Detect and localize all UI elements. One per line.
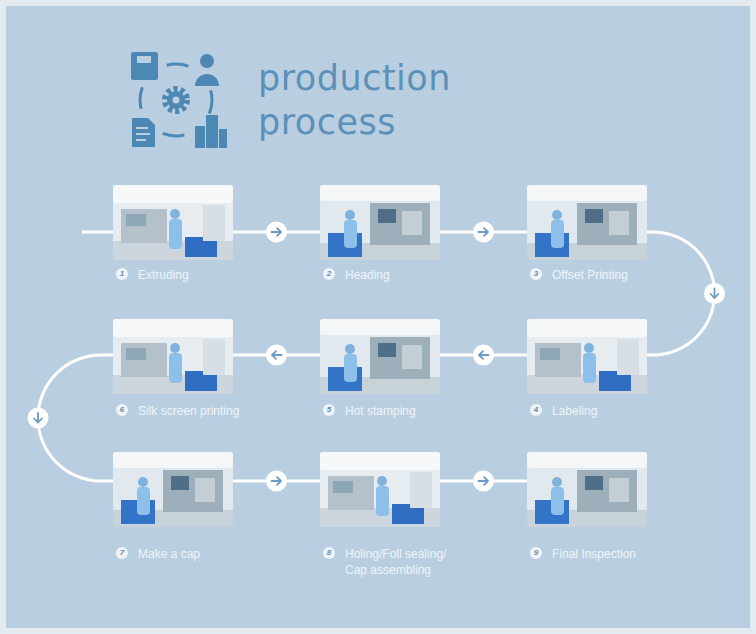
connector-group (440, 471, 527, 492)
photo (113, 319, 233, 394)
arrow-glyph (272, 477, 282, 485)
photo (527, 452, 647, 527)
icon-building (219, 129, 227, 148)
arrow-circle (704, 283, 725, 304)
arrow-glyph (272, 228, 282, 236)
process-step: 7Make a cap (113, 452, 233, 527)
step-caption: 1 Extruding (113, 267, 313, 283)
step-label: Labeling (552, 403, 722, 419)
photo (113, 452, 233, 527)
arrow-glyph (34, 413, 42, 423)
step-caption: 3 Offset Printing (527, 267, 727, 283)
background (6, 6, 750, 628)
arrow-head (28, 408, 49, 429)
step-caption: 4 Labeling (527, 403, 727, 419)
arrow-circle (266, 222, 287, 243)
process-step: 5Hot stamping (320, 319, 440, 394)
process-step: 4Labeling (527, 319, 647, 394)
arrow-head (473, 345, 494, 366)
arrow-circle (28, 408, 49, 429)
callout-number: 6 (116, 404, 128, 416)
step-label: Offset Printing (552, 267, 722, 283)
photo (320, 452, 440, 527)
process-step: 8Holing/Foll sealing/ Cap assembling (320, 452, 440, 527)
connector-group (233, 471, 320, 492)
arrow-head (473, 471, 494, 492)
connector-group (233, 222, 320, 243)
arrow-circle (266, 471, 287, 492)
icon-gear-hole (173, 97, 180, 104)
callout-number: 5 (323, 404, 335, 416)
callout-number: 3 (530, 268, 542, 280)
step-caption: 7 Make a cap (113, 546, 313, 562)
arrow-glyph (711, 289, 719, 299)
photo (320, 319, 440, 394)
icon-box-slot (137, 56, 151, 63)
photo (527, 319, 647, 394)
arrow-head (266, 471, 287, 492)
process-step: 6Silk screen printing (113, 319, 233, 394)
step-caption: 5 Hot stamping (320, 403, 520, 419)
connector-group (440, 222, 527, 243)
arrow-head (704, 283, 725, 304)
step-label: Final Inspection (552, 546, 722, 562)
step-caption: 9 Final Inspection (527, 546, 727, 562)
diagram-title: production process (258, 56, 473, 144)
step-label: Silk screen printing (138, 403, 308, 419)
arrow-circle (473, 471, 494, 492)
step-label: Heading (345, 267, 515, 283)
arrow-circle (473, 345, 494, 366)
arrow-head (266, 222, 287, 243)
callout-number: 8 (323, 547, 335, 559)
icon-document (132, 118, 155, 147)
step-label: Hot stamping (345, 403, 515, 419)
connector-group (440, 345, 527, 366)
process-step: 2Heading (320, 185, 440, 260)
arrow-glyph (479, 477, 489, 485)
icon-document-lines (136, 128, 150, 140)
arrow-head (266, 345, 287, 366)
arrow-glyph (479, 351, 489, 359)
arrow-circle (473, 222, 494, 243)
arrow-glyph (479, 228, 489, 236)
connector-group (647, 232, 725, 355)
icon-gear (167, 91, 185, 109)
process-step: 9Final Inspection (527, 452, 647, 527)
arrow-head (473, 222, 494, 243)
icon-gear-teeth (165, 89, 187, 111)
icon-building (206, 115, 218, 148)
arrow-circle (266, 345, 287, 366)
callout-number: 2 (323, 268, 335, 280)
title-icon (131, 52, 227, 148)
lead-in-line (82, 231, 113, 234)
step-label: Make a cap (138, 546, 308, 562)
step-label: Extruding (138, 267, 308, 283)
icon-box (131, 52, 158, 80)
photo (320, 185, 440, 260)
icon-building (195, 126, 205, 148)
photo (527, 185, 647, 260)
connector-group (28, 355, 114, 481)
process-step: 3Offset Printing (527, 185, 647, 260)
connector-group (233, 345, 320, 366)
callout-number: 1 (116, 268, 128, 280)
arrow-glyph (272, 351, 282, 359)
callout-number: 7 (116, 547, 128, 559)
step-caption: 2 Heading (320, 267, 520, 283)
process-step: 1Extruding (113, 185, 233, 260)
photos (113, 185, 647, 527)
step-caption: 8 Holing/Foll sealing/ Cap assembling (320, 546, 462, 578)
step-label: Holing/Foll sealing/ Cap assembling (345, 546, 457, 578)
icon-person-body (195, 74, 219, 86)
photo (113, 185, 233, 260)
flow-connector (38, 355, 113, 481)
step-caption: 6 Silk screen printing (113, 403, 313, 419)
icon-person-head (200, 54, 214, 68)
callout-number: 9 (530, 547, 542, 559)
callout-number: 4 (530, 404, 542, 416)
